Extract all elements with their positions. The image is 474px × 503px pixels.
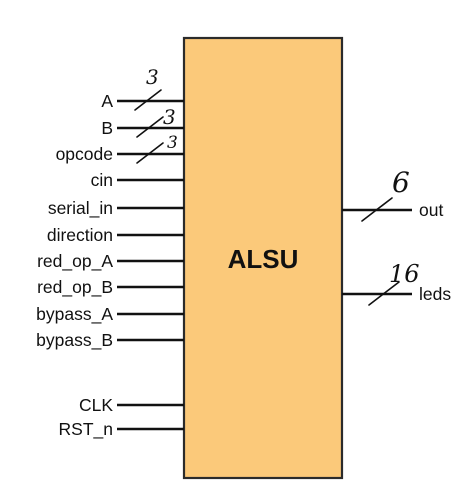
pin-label-clk: CLK bbox=[79, 395, 113, 415]
bus-width-leds: 16 bbox=[389, 260, 420, 288]
pin-label-opcode: opcode bbox=[56, 144, 113, 164]
bus-slash-a bbox=[134, 89, 162, 111]
pin-label-a: A bbox=[101, 91, 113, 111]
pin-label-serial-in: serial_in bbox=[48, 198, 113, 219]
bus-width-a: 3 bbox=[146, 65, 159, 89]
pin-label-rst-n: RST_n bbox=[59, 419, 113, 440]
bus-width-b: 3 bbox=[163, 105, 176, 129]
bus-width-opcode: 3 bbox=[167, 133, 178, 153]
bus-slash-leds bbox=[368, 281, 400, 306]
pin-label-red-op-a: red_op_A bbox=[37, 251, 113, 272]
bus-slash-b bbox=[136, 116, 164, 138]
pin-label-out: out bbox=[419, 200, 443, 220]
pin-label-leds: leds bbox=[419, 284, 451, 304]
bus-slash-out bbox=[361, 197, 393, 222]
pin-label-bypass-b: bypass_B bbox=[36, 330, 113, 351]
pin-label-b: B bbox=[101, 118, 113, 138]
alsu-block bbox=[182, 36, 344, 480]
pin-label-red-op-b: red_op_B bbox=[37, 277, 113, 298]
block-title: ALSU bbox=[228, 244, 299, 274]
bus-width-out: 6 bbox=[392, 166, 410, 199]
bus-slash-opcode bbox=[136, 142, 164, 164]
pin-label-direction: direction bbox=[47, 225, 113, 245]
pin-label-cin: cin bbox=[91, 170, 113, 190]
pin-label-bypass-a: bypass_A bbox=[36, 304, 113, 325]
